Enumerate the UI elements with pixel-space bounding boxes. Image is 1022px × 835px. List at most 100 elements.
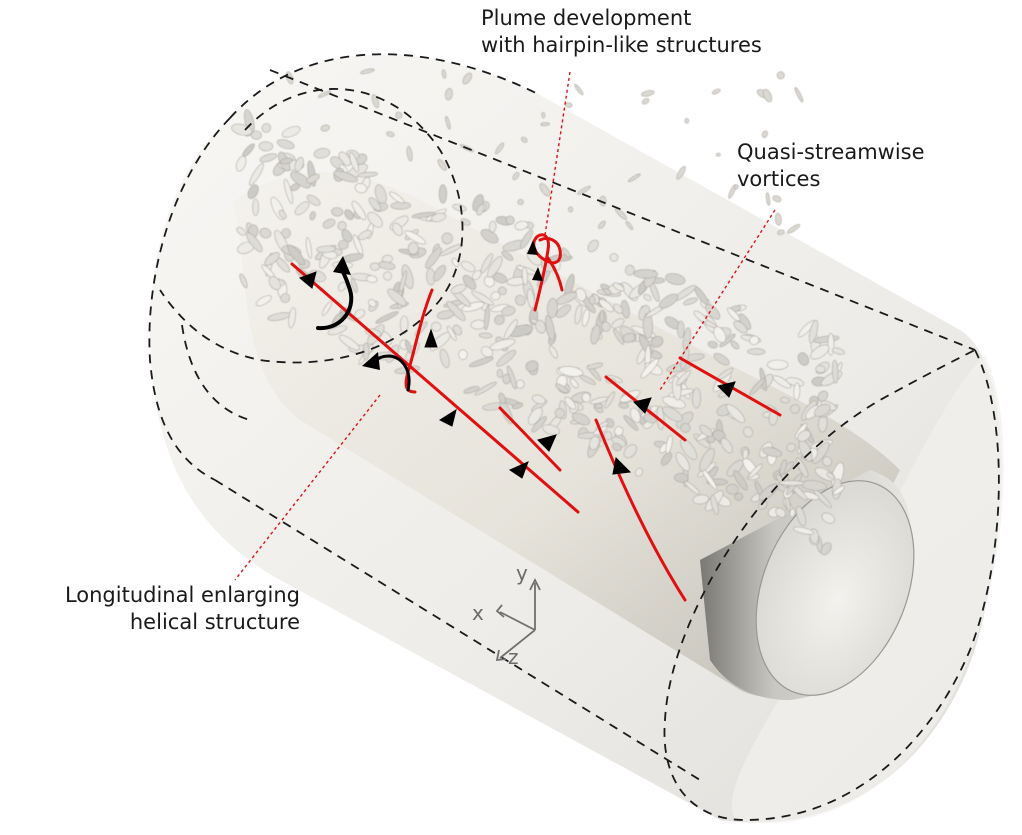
vortex-blob <box>375 311 399 324</box>
vortex-blob <box>350 278 358 293</box>
vortex-blob <box>472 270 482 281</box>
vortex-blob <box>276 139 295 150</box>
vortex-blob <box>589 436 600 451</box>
vortex-blob <box>446 325 457 341</box>
vortex-blob <box>349 152 359 173</box>
vortex-blob <box>831 347 845 355</box>
vortex-blob <box>250 130 262 140</box>
vortex-blob <box>810 344 830 360</box>
vortex-blob <box>579 374 596 385</box>
vortex-fragment <box>776 71 785 80</box>
vortex-blob <box>333 170 358 183</box>
vortex-blob <box>683 297 698 306</box>
axis-x-label: x <box>472 601 484 625</box>
vortex-blob <box>629 407 641 423</box>
vortex-blob <box>528 407 543 426</box>
label-quasi-line2: vortices <box>737 167 821 191</box>
vortex-fragment <box>395 111 403 119</box>
vortex-fragment <box>733 184 739 190</box>
vortex-blob <box>692 494 709 505</box>
label-quasi-line1: Quasi-streamwise <box>737 140 925 164</box>
vortex-blob <box>425 247 442 269</box>
hairpin-red-2 <box>546 256 564 292</box>
vortex-blob <box>613 303 623 314</box>
hairpin-arrows <box>527 240 543 281</box>
vortex-blob <box>675 452 690 472</box>
vortex-blob <box>726 404 746 423</box>
vortex-fragment <box>371 94 380 109</box>
vortex-fragment <box>762 89 773 103</box>
arrow-8 <box>299 271 317 289</box>
vortex-blob <box>650 336 664 348</box>
vortex-fragment <box>787 224 801 234</box>
vortex-blob <box>515 379 525 389</box>
vortex-blob <box>498 286 507 296</box>
vortex-blob <box>547 298 558 319</box>
vortex-fragment <box>445 88 453 101</box>
vortex-blob <box>280 157 293 165</box>
vortex-blob <box>612 282 625 292</box>
vortex-fragment <box>676 166 686 180</box>
vortex-blob <box>623 415 639 431</box>
vortex-line-helical-long <box>290 262 580 514</box>
arrow-3 <box>537 434 557 452</box>
vortex-blob <box>662 406 683 422</box>
arrow-7 <box>424 328 438 348</box>
vortex-blob <box>640 358 659 379</box>
vortex-blob <box>438 184 447 204</box>
vortex-blob <box>337 221 347 231</box>
vortex-blob <box>684 481 700 495</box>
vortex-blob <box>338 281 347 292</box>
vortex-fragment <box>761 130 768 138</box>
vortex-blob <box>614 426 624 436</box>
label-plume-line2: with hairpin-like structures <box>481 33 762 57</box>
vortex-blob <box>564 396 577 410</box>
label-quasi-streamwise: Quasi-streamwise vortices <box>737 139 925 193</box>
vortex-blob <box>726 459 744 477</box>
vortex-blob <box>786 443 796 452</box>
vortex-blob <box>789 508 796 518</box>
vortex-blob <box>247 184 259 199</box>
vortex-blob <box>258 141 274 152</box>
arrow-6 <box>717 381 736 398</box>
vortex-blob <box>327 325 348 336</box>
vortex-blob <box>821 512 835 524</box>
vortex-blob <box>369 262 380 271</box>
vortex-blob <box>259 227 272 239</box>
arrow-1 <box>438 408 457 427</box>
vortex-blob <box>490 291 501 301</box>
label-plume-development: Plume development with hairpin-like stru… <box>481 5 762 59</box>
vortex-blob <box>316 245 336 253</box>
vortex-blob <box>699 424 713 437</box>
vortex-fragment <box>641 90 655 97</box>
arrow-5 <box>633 397 652 414</box>
vortex-fragment <box>441 69 447 79</box>
vortex-blob <box>733 470 748 491</box>
vortex-blob <box>743 426 754 438</box>
vortex-blob <box>822 456 832 467</box>
vortex-blob <box>411 211 436 219</box>
vortex-blob <box>489 338 516 351</box>
vortex-blob <box>520 229 533 249</box>
axis-x-line <box>499 611 536 631</box>
vortex-fragment <box>765 192 771 206</box>
vortex-blob <box>488 220 497 233</box>
vortex-blob <box>478 332 493 339</box>
vortex-blob <box>713 353 730 366</box>
vortex-blob <box>287 244 306 266</box>
vortex-blob <box>808 319 819 344</box>
vortex-blob <box>535 319 546 334</box>
vortex-blob <box>611 442 622 452</box>
vortex-blob <box>452 203 467 212</box>
vortex-fragment <box>598 220 606 229</box>
vortex-isosurfaces <box>231 68 845 556</box>
vortex-fragment <box>540 122 550 127</box>
vortex-blob <box>351 200 367 221</box>
vortex-blob <box>601 321 611 332</box>
vortex-blob <box>338 334 360 351</box>
vortex-blob <box>344 209 354 220</box>
vortex-blob <box>476 204 485 216</box>
vortex-fragment <box>512 172 520 180</box>
vortex-fragment <box>625 221 634 230</box>
vortex-blob <box>582 308 590 327</box>
